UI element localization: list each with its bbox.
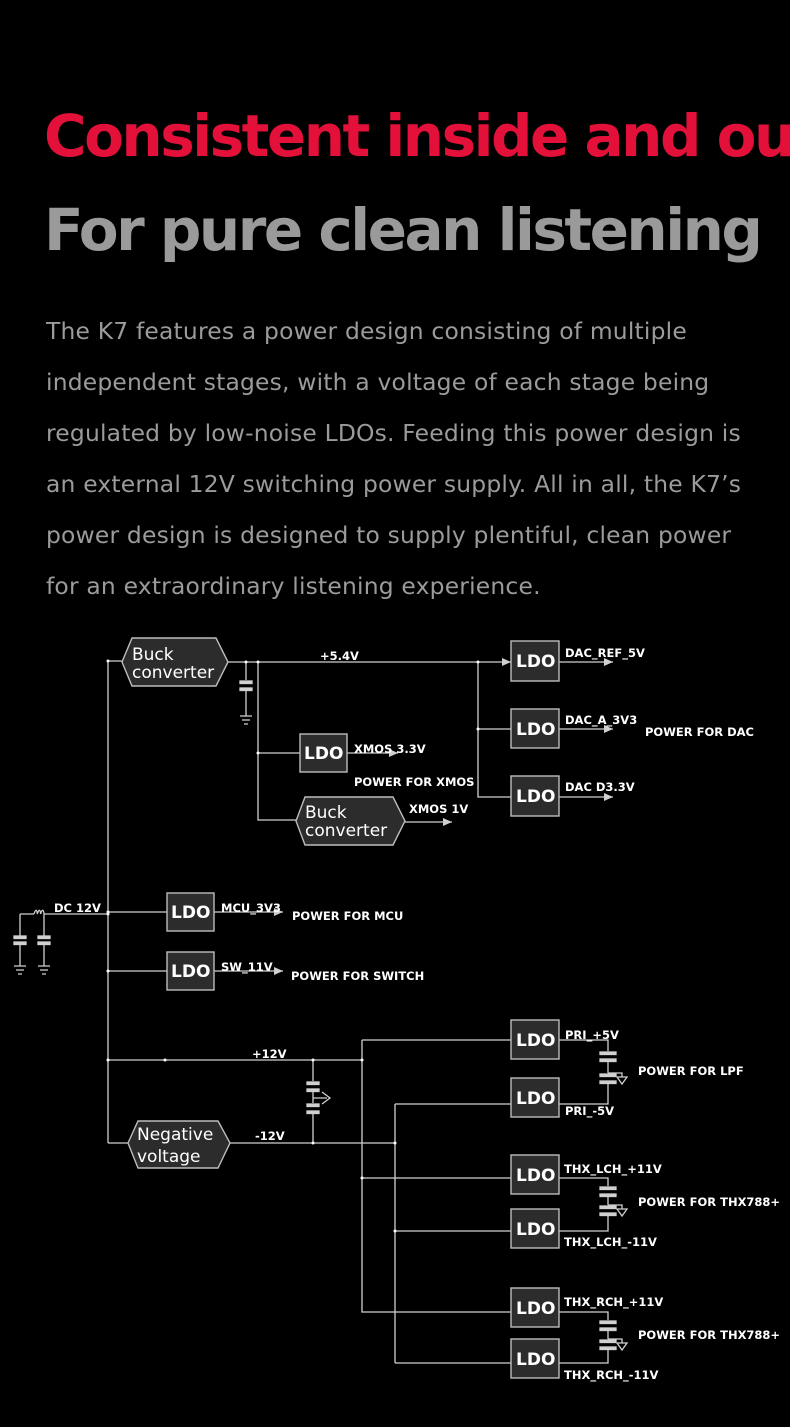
label-xmos33: XMOS 3.3V (354, 742, 426, 756)
ldo-dac-a: LDO (510, 708, 560, 749)
label-pri-pos: PRI_+5V (565, 1028, 619, 1043)
label-power-thx-1: POWER FOR THX788+ (638, 1195, 780, 1209)
negative-voltage-block: Negative voltage (127, 1120, 231, 1169)
svg-text:Buck: Buck (305, 803, 347, 823)
ldo-pri-neg: LDO (510, 1077, 560, 1118)
junction-dots (106, 659, 480, 1233)
svg-text:LDO: LDO (516, 720, 555, 740)
ldo-thx-lch-pos: LDO (510, 1154, 560, 1195)
ldo-thx-rch-neg: LDO (510, 1338, 560, 1379)
subhead: For pure clean listening (44, 196, 763, 264)
ldo-thx-rch-pos: LDO (510, 1287, 560, 1328)
svg-text:LDO: LDO (516, 1089, 555, 1109)
label-5v4: +5.4V (320, 649, 359, 663)
description-paragraph: The K7 features a power design consistin… (46, 317, 742, 600)
ldo-switch: LDO (166, 951, 215, 991)
ldo-pri-pos: LDO (510, 1019, 560, 1060)
label-pri-neg: PRI_-5V (565, 1104, 614, 1119)
label-mcu: MCU_3V3 (221, 901, 281, 916)
svg-text:LDO: LDO (516, 787, 555, 807)
svg-text:LDO: LDO (516, 1299, 555, 1319)
rail-labels: DC 12V +5.4V DAC_REF_5V DAC_A_3V3 DAC D3… (54, 646, 780, 1383)
capacitor-icons (13, 680, 617, 1351)
label-xmos1v: XMOS 1V (409, 802, 468, 816)
ldo-dac-ref: LDO (510, 640, 560, 682)
label-power-dac: POWER FOR DAC (645, 725, 754, 739)
label-thx-rch-neg: THX_RCH_-11V (564, 1368, 659, 1383)
label-power-lpf: POWER FOR LPF (638, 1064, 744, 1078)
label-12v-neg: -12V (255, 1129, 285, 1143)
svg-text:LDO: LDO (516, 1350, 555, 1370)
svg-text:LDO: LDO (171, 962, 210, 982)
svg-text:Negative: Negative (137, 1125, 213, 1145)
svg-text:converter: converter (132, 663, 214, 683)
svg-text:LDO: LDO (304, 744, 343, 764)
label-power-mcu: POWER FOR MCU (292, 909, 403, 923)
power-schematic: Buck converter Buck converter Negative v… (13, 637, 780, 1383)
svg-text:LDO: LDO (516, 1220, 555, 1240)
svg-text:LDO: LDO (516, 1166, 555, 1186)
label-thx-rch-pos: THX_RCH_+11V (564, 1295, 663, 1310)
label-sw: SW_11V (221, 960, 273, 975)
arrow-icons (274, 658, 613, 975)
svg-text:LDO: LDO (516, 652, 555, 672)
label-dac-a: DAC_A_3V3 (565, 713, 637, 728)
ldo-blocks: LDO LDO LDO LDO LDO LDO LDO LDO LDO LDO … (166, 640, 560, 1379)
svg-text:voltage: voltage (137, 1147, 201, 1167)
label-thx-lch-pos: THX_LCH_+11V (564, 1162, 662, 1177)
label-power-xmos: POWER FOR XMOS (354, 775, 474, 789)
label-power-switch: POWER FOR SWITCH (291, 969, 424, 983)
svg-text:converter: converter (305, 821, 387, 841)
wiring (19, 660, 623, 1364)
ldo-mcu: LDO (166, 892, 215, 932)
label-12v-pos: +12V (252, 1047, 287, 1061)
ldo-xmos: LDO (299, 733, 348, 773)
svg-text:Buck: Buck (132, 645, 174, 665)
label-dac-d: DAC D3.3V (565, 780, 635, 794)
buck-converter-xmos: Buck converter (295, 796, 406, 846)
label-thx-lch-neg: THX_LCH_-11V (564, 1235, 657, 1250)
headline: Consistent inside and out (44, 102, 790, 170)
ldo-thx-lch-neg: LDO (510, 1208, 560, 1249)
label-power-thx-2: POWER FOR THX788+ (638, 1328, 780, 1342)
svg-text:LDO: LDO (171, 903, 210, 923)
ldo-dac-d: LDO (510, 775, 560, 817)
label-dc12v: DC 12V (54, 901, 101, 915)
ground-icons (14, 715, 629, 1352)
label-dac-ref: DAC_REF_5V (565, 646, 645, 661)
svg-text:LDO: LDO (516, 1031, 555, 1051)
buck-converter-main: Buck converter (121, 637, 229, 687)
